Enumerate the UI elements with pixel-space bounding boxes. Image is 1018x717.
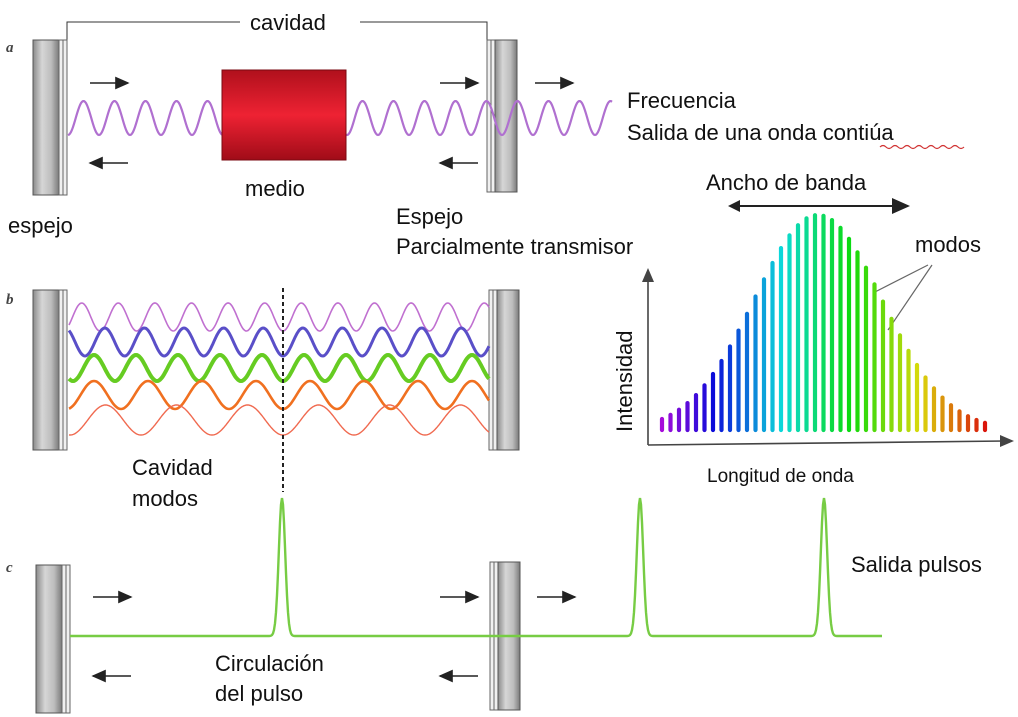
cavity-modes-label-line1: Cavidad xyxy=(132,455,213,480)
panel-a: cavidad medio espejo Espejo Parcialmente… xyxy=(8,10,965,259)
cavity-label: cavidad xyxy=(250,10,326,35)
spectral-modes xyxy=(659,213,988,433)
circulation-label-line1: Circulación xyxy=(215,651,324,676)
cavity-modes-label-line2: modos xyxy=(132,486,198,511)
panel-letter-a: a xyxy=(6,40,14,56)
bandwidth-arrow-left-head xyxy=(728,200,740,212)
cavity-mode-4 xyxy=(68,379,491,411)
mirror-right-label-line2: Parcialmente transmisor xyxy=(396,234,633,259)
output-label-line2: Salida de una onda contiúa xyxy=(627,120,894,145)
cavity-mode-5 xyxy=(68,404,490,436)
x-axis-arrowhead xyxy=(1000,435,1014,447)
left-mirror-c xyxy=(35,564,71,714)
spectrum-plot: Ancho de banda modos Intensidad Longitud… xyxy=(612,170,1014,487)
left-mirror-b xyxy=(32,289,68,451)
cavity-mode-2 xyxy=(67,326,491,358)
panel-c: Circulación del pulso Salida pulsos xyxy=(35,497,982,714)
x-axis xyxy=(647,440,1006,446)
output-label-line1: Frecuencia xyxy=(627,88,737,113)
modes-label: modos xyxy=(915,232,981,257)
mirror-left-label: espejo xyxy=(8,213,73,238)
y-axis-label: Intensidad xyxy=(612,330,637,432)
pulse-output-label: Salida pulsos xyxy=(851,552,982,577)
cavity-mode-3 xyxy=(67,352,491,384)
gain-medium xyxy=(221,69,347,161)
right-mirror-b xyxy=(488,289,520,451)
y-axis-arrowhead xyxy=(642,268,654,282)
left-mirror-a xyxy=(32,39,68,196)
panel-b: Cavidad modos xyxy=(32,288,520,511)
bandwidth-label: Ancho de banda xyxy=(706,170,867,195)
x-axis-label: Longitud de onda xyxy=(707,466,854,487)
modes-pointer xyxy=(872,264,929,294)
panel-letter-b: b xyxy=(6,292,14,308)
continuous-wave xyxy=(67,100,613,137)
medium-label: medio xyxy=(245,176,305,201)
right-mirror-a xyxy=(486,39,518,193)
spellcheck-underline xyxy=(879,144,965,150)
cavity-mode-1 xyxy=(68,302,490,332)
circulation-label-line2: del pulso xyxy=(215,681,303,706)
cavity-bracket xyxy=(66,21,488,40)
pulse-train xyxy=(70,497,882,638)
mirror-right-label-line1: Espejo xyxy=(396,204,463,229)
panel-letter-c: c xyxy=(6,560,13,576)
modes-pointer xyxy=(887,264,933,331)
